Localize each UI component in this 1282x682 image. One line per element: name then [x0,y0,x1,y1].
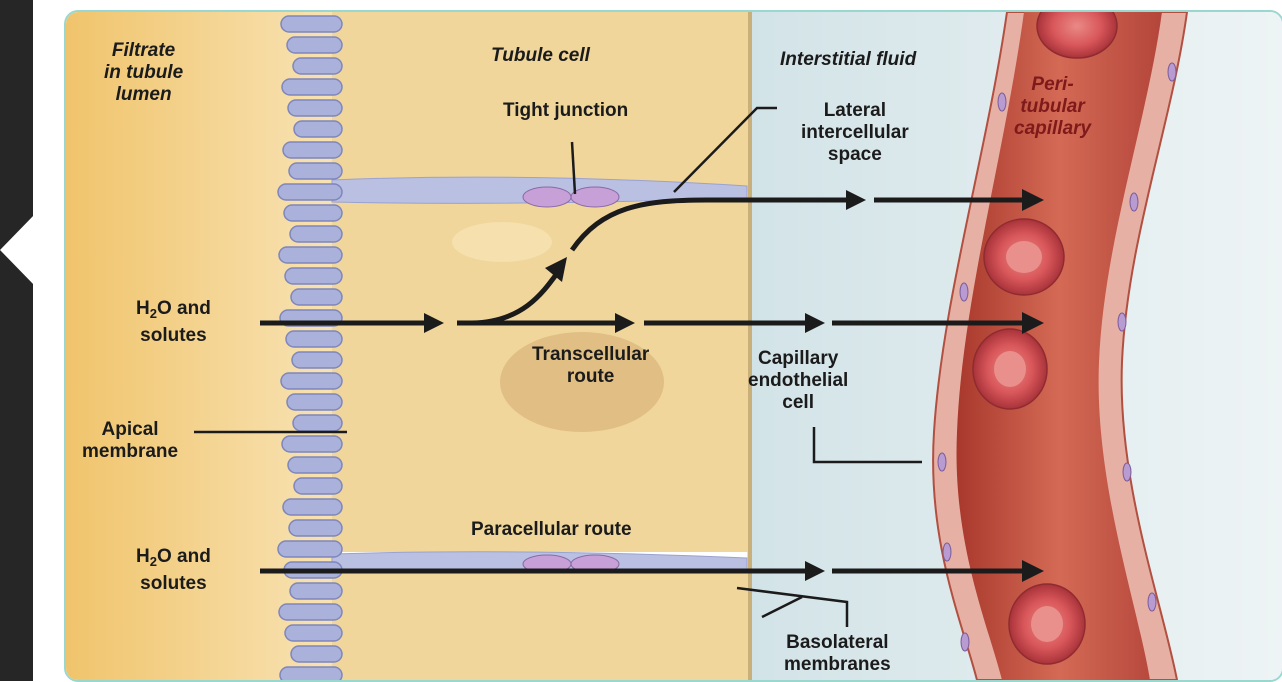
microvillus [286,393,343,411]
microvillus [292,414,343,432]
leader-endothelial [812,427,922,464]
microvillus [281,78,343,96]
label-h2o-solutes-bottom: H2O and solutes [136,546,211,594]
microvillus [277,540,343,558]
renal-tubule-diagram [66,12,1282,680]
label-tight-junction: Tight junction [503,100,629,121]
microvillus [278,246,343,264]
microvillus [278,603,343,621]
microvillus [279,666,343,680]
microvillus [280,372,343,390]
leader-lateral-space [673,106,777,193]
microvillus [288,162,343,180]
arrow-lateral [569,197,847,252]
red-blood-cells [972,12,1118,665]
microvillus [284,267,343,285]
microvillus [280,15,343,33]
tubule-cell-bottom [332,567,752,680]
microvillus [293,120,343,138]
microvillus [287,456,343,474]
microvillus [281,435,343,453]
flow-arrows [260,189,1044,582]
label-paracellular-route: Paracellular route [471,519,632,540]
microvillus [289,582,343,600]
leader-lines [194,106,922,627]
microvillus [287,99,343,117]
capillary-lumen [956,12,1162,680]
microvillus [277,183,343,201]
label-h2o-solutes-top: H2O and solutes [136,298,211,346]
microvillus [284,624,343,642]
leader-basolateral [736,586,849,627]
microvillus [282,141,343,159]
microvillus [291,351,343,369]
microvillus [286,36,343,54]
chevron-left-icon[interactable] [0,175,36,325]
side-bar [0,0,33,681]
microvillus [285,330,343,348]
microvillus [282,498,343,516]
endothelial-nuclei [937,62,1177,652]
microvillus [283,204,343,222]
label-tubule-cell: Tubule cell [491,45,590,66]
label-interstitial-fluid: Interstitial fluid [780,49,917,70]
microvillus [292,57,343,75]
apical-microvilli [277,15,343,680]
nucleus [500,332,664,432]
leader-tight-junction [570,141,577,195]
microvillus [289,225,343,243]
microvillus [288,519,343,537]
microvillus [290,288,343,306]
arrow-branch-up [471,270,561,326]
microvillus [293,477,343,495]
tubule-cell-top [332,12,752,192]
leader-basolateral-b [761,595,803,619]
microvillus [290,645,343,663]
